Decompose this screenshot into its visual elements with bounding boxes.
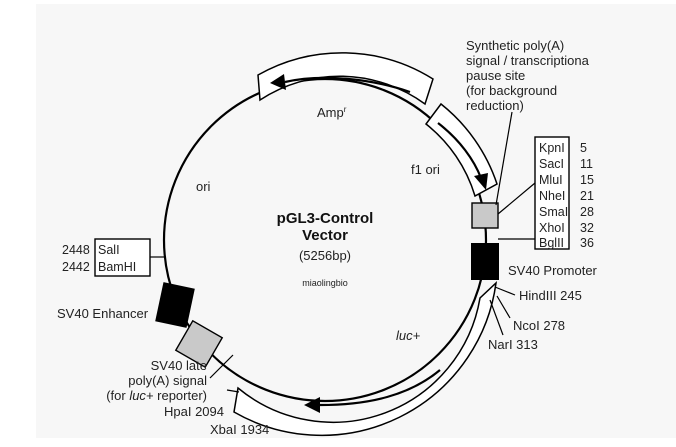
mcs-site-name: BglII [539, 236, 564, 250]
hindiii-leader [494, 286, 516, 296]
synthetic-polya-label: Synthetic poly(A) signal / transcription… [466, 38, 590, 113]
svg-text:(for background: (for background [466, 83, 557, 98]
mcs-site-pos: 28 [580, 205, 594, 219]
svg-text:Synthetic poly(A): Synthetic poly(A) [466, 38, 564, 53]
mcs-site-pos: 11 [580, 157, 593, 171]
left-site-name: BamHI [98, 260, 136, 274]
left-site-name: SalI [98, 243, 120, 257]
svg-text:poly(A) signal: poly(A) signal [128, 373, 207, 388]
hpai-leader [226, 389, 240, 393]
amp-arrowhead [270, 74, 286, 90]
left-sites: 2448 SalI 2442 BamHI [62, 243, 136, 274]
xbai-label: XbaI 1934 [210, 422, 269, 437]
luc-label: luc+ [396, 328, 421, 343]
left-site-pos: 2442 [62, 260, 90, 274]
mcs-sites: KpnI 5 SacI 11 MluI 15 NheI 21 SmaI 28 X… [539, 141, 594, 250]
f1-ori-arrow [437, 122, 483, 179]
mcs-site-name: SacI [539, 157, 564, 171]
hpai-label: HpaI 2094 [164, 404, 224, 419]
amp-arrow [284, 76, 411, 94]
sv40-late-polya-label: SV40 late poly(A) signal (for luc+ repor… [106, 358, 207, 403]
plasmid-name-line2: Vector [302, 227, 348, 244]
f1-ori-label: f1 ori [411, 162, 440, 177]
mcs-site-name: XhoI [539, 221, 565, 235]
sv40-promoter-block [471, 243, 499, 280]
plasmid-backbone [162, 77, 488, 403]
sv40-enhancer-label: SV40 Enhancer [57, 306, 149, 321]
svg-text:reduction): reduction) [466, 98, 524, 113]
sv40-late-polya-block [174, 319, 224, 369]
watermark: miaolingbio [302, 278, 348, 288]
mcs-site-name: NheI [539, 189, 565, 203]
synthetic-polya-block [471, 202, 499, 229]
mcs-box [534, 136, 570, 250]
nari-label: NarI 313 [488, 337, 538, 352]
left-sites-box [94, 238, 151, 277]
svg-text:pause site: pause site [466, 68, 525, 83]
mcs-site-pos: 32 [580, 221, 594, 235]
amp-feature [257, 52, 434, 106]
amp-label: Ampr [317, 105, 347, 120]
mcs-site-name: MluI [539, 173, 563, 187]
plasmid-name: pGL3-Control [277, 210, 374, 227]
ori-label: ori [196, 179, 211, 194]
mcs-site-pos: 36 [580, 236, 594, 250]
sv40-promoter-label: SV40 Promoter [508, 263, 598, 278]
mcs-leader-1 [497, 182, 536, 215]
mcs-site-pos: 15 [580, 173, 594, 187]
nari-leader [489, 299, 504, 336]
mcs-site-pos: 21 [580, 189, 594, 203]
sv40-enhancer-block [155, 282, 195, 328]
mcs-site-pos: 5 [580, 141, 587, 155]
mcs-site-name: SmaI [539, 205, 568, 219]
f1-ori-arrowhead [474, 173, 488, 190]
ncoi-leader [496, 295, 511, 319]
luc-arrow [319, 369, 441, 407]
mcs-site-name: KpnI [539, 141, 565, 155]
luc-arrowhead [304, 397, 320, 413]
svg-text:(for luc+ reporter): (for luc+ reporter) [106, 388, 207, 403]
polya-leader [495, 111, 513, 206]
svg-text:signal / transcriptiona: signal / transcriptiona [466, 53, 590, 68]
hindiii-label: HindIII 245 [519, 288, 582, 303]
luc-feature [233, 281, 498, 437]
plasmid-size: (5256bp) [299, 248, 351, 263]
xbai-leader [209, 354, 234, 379]
ncoi-label: NcoI 278 [513, 318, 565, 333]
svg-text:SV40 late: SV40 late [151, 358, 207, 373]
left-site-pos: 2448 [62, 243, 90, 257]
